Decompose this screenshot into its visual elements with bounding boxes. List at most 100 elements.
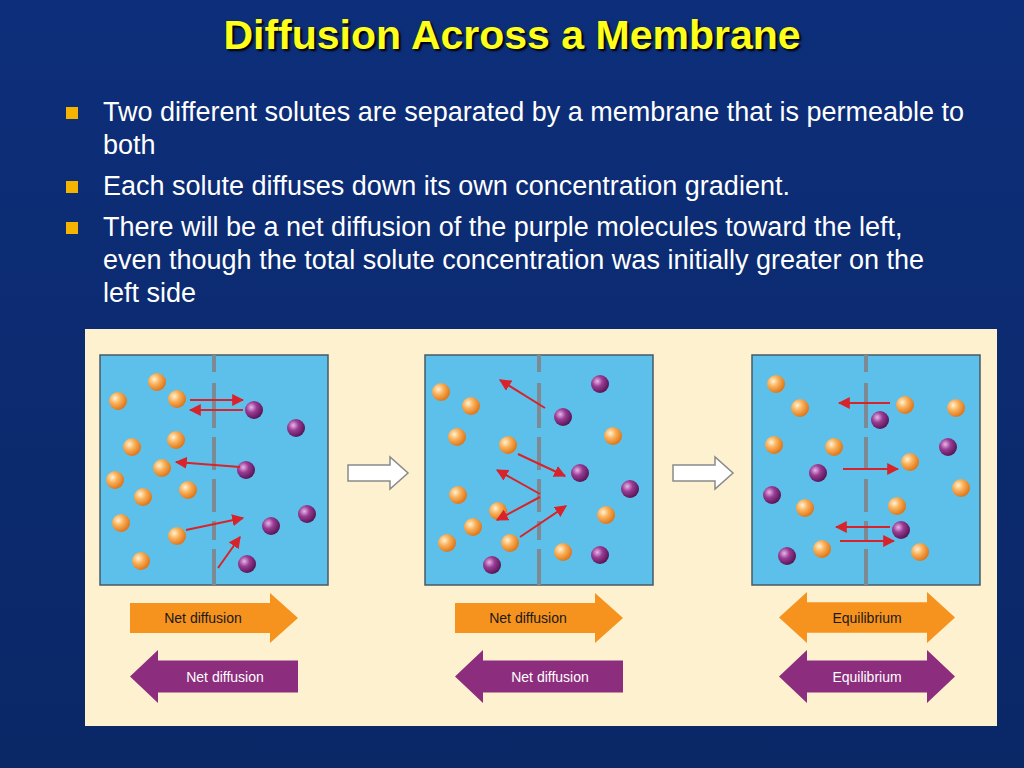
- membrane: [212, 355, 216, 372]
- motion-arrow: [218, 537, 240, 568]
- bullet-text: Two different solutes are separated by a…: [103, 97, 964, 160]
- motion-arrow: [497, 470, 540, 494]
- orange-molecule: [167, 431, 185, 449]
- purple-molecule: [245, 401, 263, 419]
- purple-molecule: [287, 419, 305, 437]
- orange-molecule: [765, 436, 783, 454]
- membrane: [864, 437, 868, 470]
- orange-molecule: [813, 540, 831, 558]
- motion-arrow: [497, 497, 540, 520]
- bullet-text: Each solute diffuses down its own concen…: [103, 171, 790, 201]
- purple-molecule: [763, 486, 781, 504]
- purple-molecule: [871, 411, 889, 429]
- membrane: [864, 355, 868, 372]
- purple-molecule: [892, 521, 910, 539]
- orange-molecule: [134, 488, 152, 506]
- orange-molecule: [952, 479, 970, 497]
- membrane: [212, 479, 216, 512]
- purple-molecule: [238, 555, 256, 573]
- bullet-text: There will be a net diffusion of the pur…: [103, 212, 924, 308]
- membrane: [537, 549, 541, 585]
- solution-box: [752, 355, 980, 585]
- purple-molecule: [262, 517, 280, 535]
- orange-molecule: [499, 436, 517, 454]
- purple-molecule: [809, 464, 827, 482]
- orange-molecule: [153, 459, 171, 477]
- motion-arrow: [839, 402, 890, 404]
- orange-molecule: [791, 399, 809, 417]
- orange-molecule: [901, 453, 919, 471]
- slide-title: Diffusion Across a Membrane: [0, 12, 1024, 59]
- block-arrow: Net diffusion: [130, 650, 298, 703]
- orange-molecule: [168, 527, 186, 545]
- step-arrow: [348, 457, 408, 489]
- orange-molecule: [767, 375, 785, 393]
- membrane: [212, 549, 216, 585]
- membrane: [864, 383, 868, 428]
- arrow-fill: [455, 593, 623, 643]
- orange-molecule: [888, 497, 906, 515]
- membrane: [537, 479, 541, 512]
- block-arrow: Equilibrium: [779, 650, 955, 703]
- container: [100, 355, 328, 585]
- motion-arrow: [840, 540, 894, 542]
- purple-molecule: [778, 547, 796, 565]
- purple-molecule: [554, 408, 572, 426]
- motion-arrow: [186, 518, 243, 530]
- orange-molecule: [132, 552, 150, 570]
- orange-molecule: [604, 427, 622, 445]
- arrow-fill: [779, 592, 955, 643]
- orange-molecule: [501, 534, 519, 552]
- arrow-label: Net diffusion: [164, 610, 242, 626]
- bullet-square: [66, 222, 78, 234]
- orange-molecule: [432, 383, 450, 401]
- purple-molecule: [571, 464, 589, 482]
- arrow-label: Net diffusion: [511, 669, 589, 685]
- orange-molecule: [109, 392, 127, 410]
- bullet-square: [66, 181, 78, 193]
- orange-molecule: [438, 534, 456, 552]
- container: [425, 355, 653, 585]
- orange-molecule: [825, 438, 843, 456]
- arrow-label: Net diffusion: [186, 669, 264, 685]
- orange-molecule: [123, 438, 141, 456]
- block-arrow: Equilibrium: [779, 592, 955, 643]
- membrane: [212, 383, 216, 428]
- orange-molecule: [896, 396, 914, 414]
- bullet-item: Two different solutes are separated by a…: [66, 96, 966, 162]
- purple-molecule: [298, 505, 316, 523]
- motion-arrow: [500, 380, 545, 408]
- orange-molecule: [112, 514, 130, 532]
- bullet-list: Two different solutes are separated by a…: [66, 96, 966, 318]
- arrow-label: Net diffusion: [489, 610, 567, 626]
- solution-box: [425, 355, 653, 585]
- motion-arrow: [518, 454, 565, 476]
- orange-molecule: [106, 471, 124, 489]
- orange-molecule: [796, 499, 814, 517]
- block-arrow: Net diffusion: [455, 650, 623, 703]
- solution-box: [100, 355, 328, 585]
- arrow-label: Equilibrium: [832, 610, 901, 626]
- motion-arrow: [190, 399, 243, 401]
- orange-molecule: [489, 502, 507, 520]
- purple-molecule: [939, 438, 957, 456]
- membrane: [864, 479, 868, 512]
- orange-molecule: [448, 428, 466, 446]
- orange-molecule: [168, 390, 186, 408]
- container: [752, 355, 980, 585]
- orange-molecule: [449, 486, 467, 504]
- bullet-item: Each solute diffuses down its own concen…: [66, 170, 966, 203]
- arrow-fill: [779, 650, 955, 703]
- block-arrow: Net diffusion: [455, 593, 623, 643]
- purple-molecule: [591, 546, 609, 564]
- motion-arrow: [836, 526, 890, 528]
- motion-arrow: [843, 468, 898, 470]
- membrane: [864, 549, 868, 585]
- membrane: [864, 521, 868, 540]
- purple-molecule: [237, 461, 255, 479]
- arrow-label: Equilibrium: [832, 669, 901, 685]
- membrane: [537, 355, 541, 372]
- orange-molecule: [947, 399, 965, 417]
- purple-molecule: [591, 375, 609, 393]
- orange-molecule: [554, 543, 572, 561]
